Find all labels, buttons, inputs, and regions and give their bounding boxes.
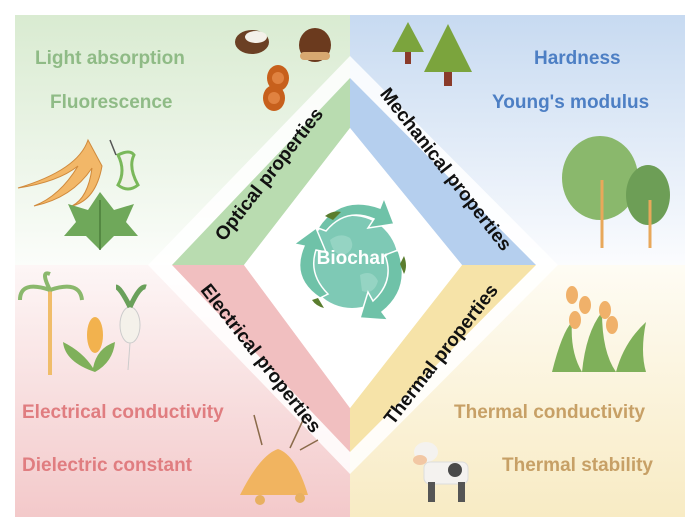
coconut-icon: [235, 30, 269, 54]
rice-plant-icon: [552, 286, 646, 372]
peanut-icon: [263, 65, 289, 111]
band-optical: [172, 78, 350, 265]
thermal-item-conductivity: Thermal conductivity: [454, 402, 646, 423]
mechanical-item-youngs-modulus: Young's modulus: [492, 92, 650, 113]
band-electrical: [172, 265, 350, 452]
pine-trees-icon: [392, 22, 472, 86]
wood-pile-icon: [240, 414, 319, 505]
thermal-item-stability: Thermal stability: [502, 455, 653, 476]
leaf-icon: [64, 192, 138, 250]
band-mechanical: [350, 78, 536, 265]
sugarcane-icon: [18, 271, 84, 375]
cow-icon: [413, 442, 469, 502]
optical-item-fluorescence: Fluorescence: [50, 92, 173, 113]
optical-item-light-absorption: Light absorption: [35, 48, 185, 69]
radish-icon: [115, 284, 147, 371]
recycle-globe-icon: [292, 195, 406, 321]
electrical-item-conductivity: Electrical conductivity: [22, 402, 224, 423]
chestnut-icon: [299, 28, 331, 62]
apple-core-icon: [109, 139, 140, 191]
band-thermal: [350, 265, 536, 452]
deciduous-trees-icon: [562, 136, 670, 248]
center-label: Biochar: [316, 248, 388, 269]
mechanical-item-hardness: Hardness: [534, 48, 621, 69]
electrical-item-dielectric-constant: Dielectric constant: [22, 455, 192, 476]
corn-icon: [63, 317, 115, 372]
